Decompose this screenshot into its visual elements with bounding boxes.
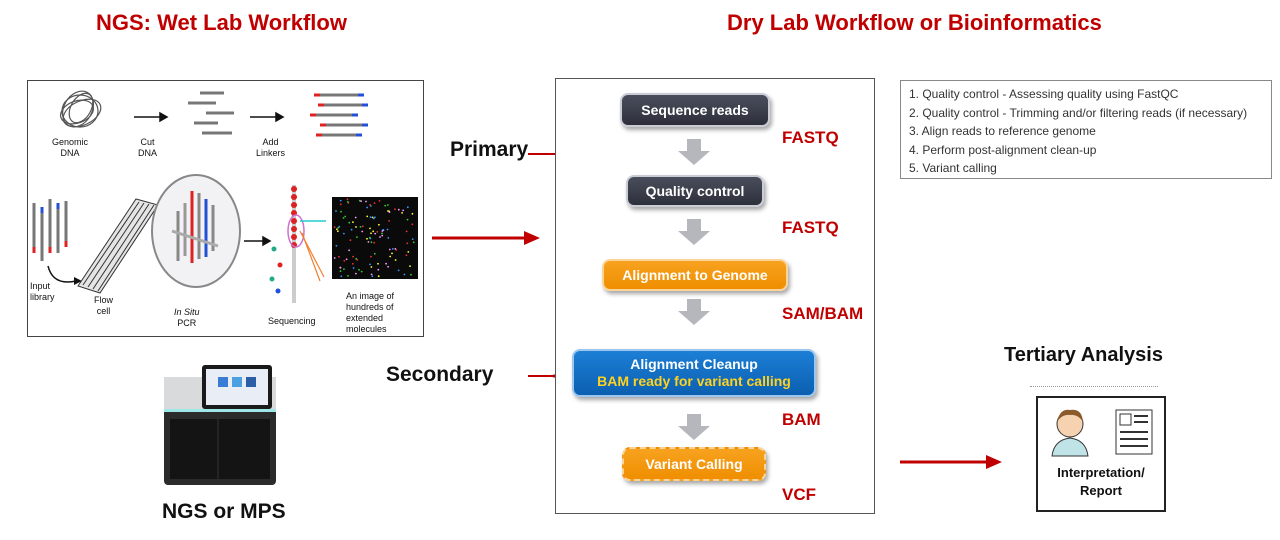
dry-lab-pipeline: Sequence reads Quality control Alignment… (555, 78, 875, 514)
step-label: Sequence reads (641, 102, 749, 118)
step-label: Alignment Cleanup (630, 356, 758, 372)
dry-lab-heading: Dry Lab Workflow or Bioinformatics (727, 10, 1102, 35)
flow-cell (77, 198, 159, 294)
secondary-stage-label: Secondary (386, 363, 494, 386)
format-label-bam: BAM (782, 410, 821, 429)
molecule-speckles (333, 198, 415, 278)
analysis-step: 5. Variant calling (909, 161, 997, 175)
process-arrows (134, 111, 285, 247)
cut-dna-label: Cut DNA (138, 137, 158, 158)
analysis-step: 4. Perform post-alignment clean-up (909, 142, 1097, 157)
step-quality-control: Quality control (626, 175, 764, 207)
molecule-image (332, 197, 418, 279)
step-label: Alignment to Genome (622, 267, 768, 283)
step-label: Variant Calling (645, 456, 743, 472)
in-situ-pcr-label: In Situ PCR (174, 307, 200, 329)
format-label-fastq-2: FASTQ (782, 218, 839, 237)
analysis-step: 2. Quality control - Trimming and/or fil… (909, 105, 1248, 120)
analysis-step: 3. Align reads to reference genome (909, 124, 1096, 138)
tertiary-heading: Tertiary Analysis (1004, 344, 1163, 366)
interpretation-report-card: Interpretation/ Report (1036, 396, 1166, 512)
in-situ-label: In Situ (174, 307, 200, 317)
sequencing-label: Sequencing (268, 316, 316, 326)
step-variant-calling: Variant Calling (622, 447, 766, 481)
primary-stage-label: Primary (450, 138, 529, 161)
step-sequence-reads: Sequence reads (620, 93, 770, 127)
image-caption: An image of hundreds of extended molecul… (346, 291, 395, 334)
input-library-label: Input library (30, 281, 55, 302)
in-situ-pcr-detail (151, 174, 241, 288)
format-label-sam-bam: SAM/BAM (782, 304, 864, 323)
step-label: Quality control (645, 183, 745, 199)
format-label-vcf: VCF (782, 485, 816, 504)
pcr-label: PCR (177, 318, 197, 328)
analysis-step: 1. Quality control - Assessing quality u… (909, 87, 1179, 101)
input-library-strands (32, 199, 68, 261)
genomic-dna-label: Genomic DNA (52, 137, 89, 158)
add-linkers-label: Add Linkers (256, 137, 286, 158)
instrument-label: NGS or MPS (162, 500, 286, 523)
report-label: Interpretation/ Report (1038, 464, 1164, 500)
wet-lab-heading: NGS: Wet Lab Workflow (96, 10, 347, 35)
wet-to-dry-arrow (432, 231, 540, 245)
genomic-dna-tangle (59, 90, 102, 128)
flow-cell-label: Flow cell (94, 295, 114, 316)
doctor-report-icon (1051, 409, 1153, 457)
pipeline-arrows (678, 139, 710, 440)
wet-lab-illustration: Genomic DNA Cut DNA Add Linkers Input li… (27, 80, 424, 337)
cut-dna-fragments (188, 91, 234, 135)
step-alignment-cleanup: Alignment Cleanup BAM ready for variant … (572, 349, 816, 397)
step-sublabel: BAM ready for variant calling (597, 373, 791, 389)
analysis-steps-list: 1. Quality control - Assessing quality u… (900, 80, 1272, 179)
report-label-line1: Interpretation/ (1057, 465, 1145, 480)
step-alignment-to-genome: Alignment to Genome (602, 259, 788, 291)
sequencer-instrument-icon (160, 363, 280, 488)
sequencing-column (269, 185, 326, 303)
pipeline-to-report-arrow (900, 455, 1002, 469)
format-label-fastq-1: FASTQ (782, 128, 839, 147)
wet-lab-graphic (32, 90, 418, 303)
tertiary-divider (1030, 386, 1158, 387)
linker-fragments (310, 93, 368, 137)
report-label-line2: Report (1080, 483, 1122, 498)
